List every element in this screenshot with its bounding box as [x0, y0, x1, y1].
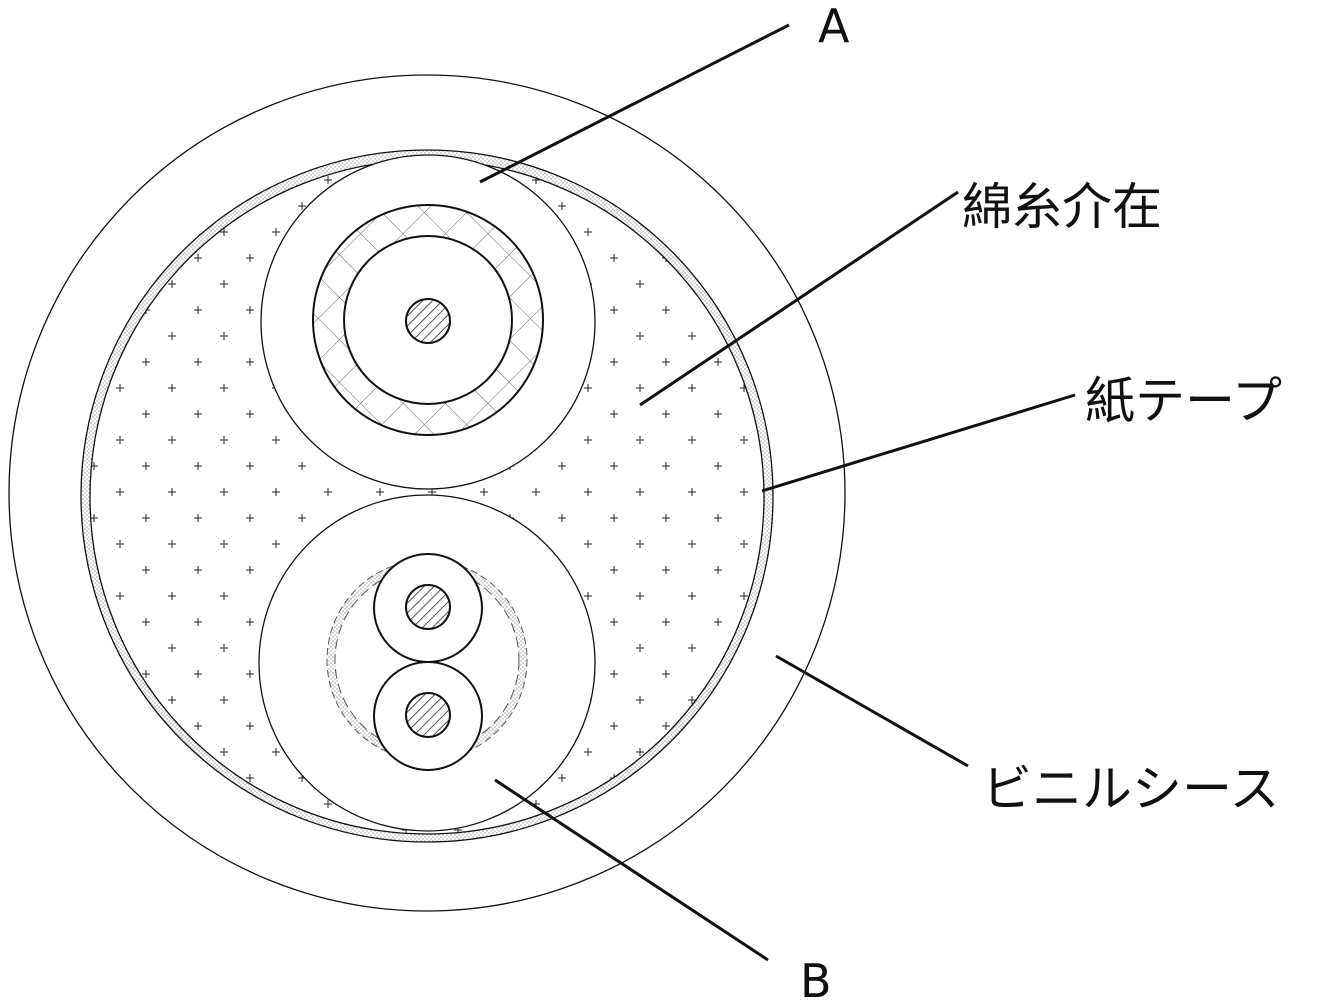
label-paper-tape: 紙テープ — [1085, 372, 1282, 430]
leader-line-cotton-filler — [639, 190, 959, 407]
label-cotton-filler: 綿糸介在 — [962, 178, 1162, 236]
unit-a-coaxial — [260, 154, 596, 490]
label-vinyl-sheath: ビニルシース — [982, 760, 1280, 818]
unit-b-pair — [258, 494, 596, 832]
label-a: A — [818, 0, 850, 53]
unit-b-core-upper-conductor — [405, 584, 451, 630]
leader-line-a — [479, 23, 790, 184]
unit-b-core-lower-conductor — [405, 692, 451, 738]
label-b: B — [800, 954, 832, 1005]
leader-line-b — [494, 778, 769, 962]
leader-line-vinyl-sheath — [775, 654, 969, 768]
unit-a-conductor — [405, 298, 451, 344]
leader-line-paper-tape — [761, 393, 1076, 493]
